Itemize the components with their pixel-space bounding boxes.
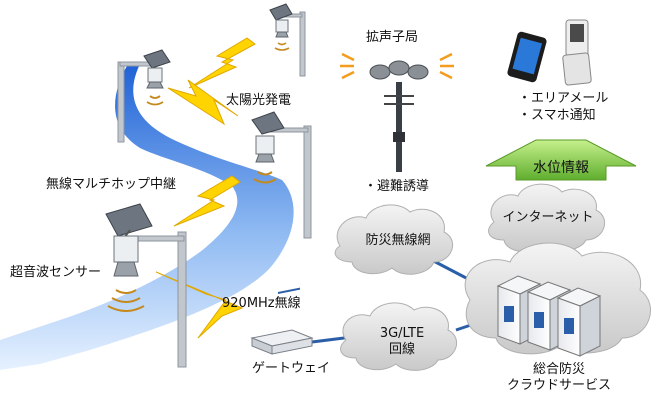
speaker-icon bbox=[388, 60, 410, 76]
area-mail-label: ・エリアメール bbox=[518, 91, 609, 106]
bolt-icon bbox=[167, 79, 239, 126]
water-level-info-label: 水位情報 bbox=[533, 160, 589, 176]
relay-station-top bbox=[269, 3, 306, 77]
cloud-servers bbox=[496, 275, 602, 357]
gateway-device bbox=[250, 287, 314, 355]
evacuation-guidance-label: ・避難誘導 bbox=[364, 179, 430, 194]
internet-label: インターネット bbox=[502, 210, 594, 225]
relay-station-upper-left bbox=[117, 49, 171, 143]
ultrasonic-sensor-label: 超音波センサー bbox=[10, 265, 102, 280]
speaker-tower bbox=[340, 52, 454, 172]
cloud-internet bbox=[488, 183, 606, 253]
speaker-station-label: 拡声子局 bbox=[366, 30, 419, 45]
speaker-icon bbox=[407, 64, 429, 80]
relay-station-middle bbox=[251, 111, 312, 239]
river bbox=[0, 64, 294, 370]
lte-line-label-1: 3G/LTE bbox=[379, 326, 425, 341]
bolt-icon bbox=[173, 175, 241, 227]
lte-line-label-2: 回線 bbox=[388, 342, 415, 357]
solar-power-label: 太陽光発電 bbox=[226, 93, 292, 108]
multihop-relay-label: 無線マルチホップ中継 bbox=[46, 177, 177, 192]
bolt-icon bbox=[188, 37, 256, 89]
wireless-920mhz-label: 920MHz無線 bbox=[222, 296, 301, 311]
mobile-phones bbox=[507, 19, 592, 86]
wireless-bolts bbox=[155, 37, 256, 339]
speaker-icon bbox=[369, 64, 391, 80]
cloud-lte bbox=[340, 302, 458, 371]
smartphone-notice-label: ・スマホ通知 bbox=[518, 108, 596, 123]
water-level-arrow bbox=[485, 139, 637, 181]
cloud-disaster-radio bbox=[334, 204, 454, 275]
disaster-radio-network-label: 防災無線網 bbox=[365, 233, 431, 248]
cloud-service-label-2: クラウドサービス bbox=[506, 378, 611, 393]
cloud-service-label-1: 総合防災 bbox=[532, 362, 585, 377]
bolt-icon bbox=[155, 271, 244, 339]
sensor-station-main bbox=[105, 203, 187, 368]
gateway-label: ゲートウェイ bbox=[252, 361, 331, 376]
